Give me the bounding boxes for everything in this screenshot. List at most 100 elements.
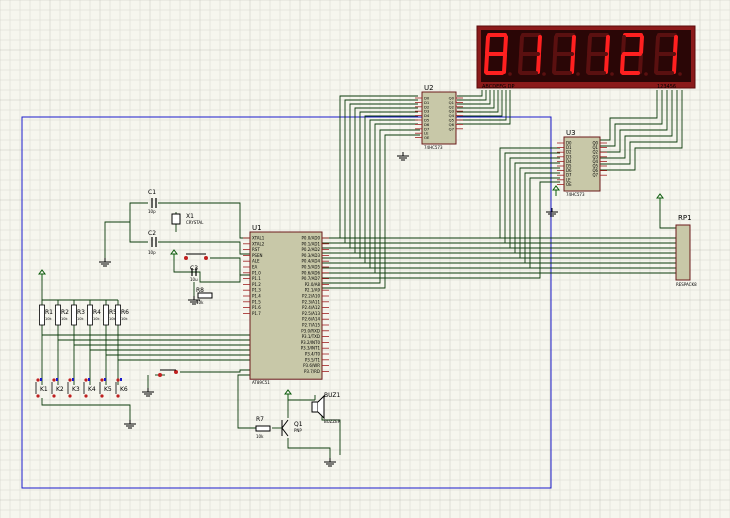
c2-value: 10p [148, 250, 156, 255]
capacitor-c2[interactable]: C2 10p [148, 230, 157, 255]
chip-ref: U2 [424, 84, 434, 92]
pin-label: P1.3 [252, 288, 261, 293]
pin-label: Q5 [592, 164, 598, 169]
resistor-pack-rp1[interactable]: RP1 RESPACK8 [675, 214, 697, 287]
segment-pin-label: ABCDEFG DP [482, 84, 514, 90]
resistor-ref: R2 [61, 309, 69, 316]
buz1-ref: BUZ1 [324, 392, 341, 399]
pin-label: P1.2 [252, 282, 261, 287]
pin-label: P0.3/AD3 [302, 253, 321, 258]
pin-label: Q0 [449, 97, 455, 101]
pin-label: P3.3/INT1 [301, 346, 321, 351]
pin-label: XTAL2 [252, 241, 265, 246]
latch-u3[interactable]: U374HC573D0D1D2D3D4D5D6D7LEOEQ0Q1Q2Q3Q4Q… [557, 129, 607, 197]
pin-label: P1.1 [252, 276, 261, 281]
capacitor-c1[interactable]: C1 10p [148, 189, 157, 214]
key-switch[interactable]: K6 [115, 378, 128, 398]
pin-label: P0.5/AD5 [302, 265, 321, 270]
pin-label: Q2 [592, 150, 598, 155]
pin-label: P3.1/TXD [302, 334, 320, 339]
key-label: K2 [56, 386, 64, 393]
pin-label: P3.4/T0 [305, 352, 321, 357]
c3-ref: C3 [190, 265, 198, 272]
extra-button[interactable] [158, 369, 178, 377]
reset-button[interactable] [184, 253, 208, 260]
seven-segment-display[interactable]: ABCDEFG DP 123456 [476, 25, 696, 90]
q1-value: PNP [294, 428, 302, 433]
pin-label: XTAL1 [252, 236, 265, 241]
capacitor-c3[interactable]: C3 10u [190, 265, 198, 282]
chip-part: 74HC573 [566, 192, 585, 197]
pin-label: D0 [566, 141, 572, 146]
display-digit [552, 33, 580, 76]
display-digit [620, 33, 648, 76]
pin-label: D2 [424, 105, 429, 109]
resistor-ref: R5 [109, 309, 117, 316]
c1-ref: C1 [148, 189, 156, 196]
buzzer-buz1[interactable]: BUZ1 BUZZER [311, 392, 341, 424]
key-switch[interactable]: K4 [83, 378, 96, 398]
pin-label: P0.2/AD2 [302, 247, 321, 252]
pin-label: Q7 [592, 173, 598, 178]
pin-label: Q3 [592, 154, 598, 159]
resistor-r7[interactable]: R7 10k [255, 416, 271, 439]
chip-ref: U3 [566, 129, 576, 137]
transistor-q1[interactable]: Q1 PNP [281, 419, 303, 437]
resistor-ref: R4 [93, 309, 101, 316]
r7-ref: R7 [256, 416, 264, 423]
key-switch[interactable]: K5 [99, 378, 112, 398]
key-label: K3 [72, 386, 80, 393]
pin-label: D3 [424, 110, 430, 114]
pin-label: LE [566, 177, 571, 182]
pin-label: Q6 [449, 123, 455, 127]
pin-label: PSEN [252, 253, 262, 258]
wire-net [41, 90, 683, 458]
c1-value: 10p [148, 209, 156, 214]
resistor-value: 10k [109, 317, 116, 321]
pin-label: D4 [424, 114, 430, 118]
pin-label: D0 [424, 97, 430, 101]
pin-label: P2.7/A15 [302, 323, 320, 328]
resistor-ref: R3 [77, 309, 85, 316]
display-digit [518, 33, 546, 76]
buz1-value: BUZZER [324, 419, 341, 424]
pin-label: P2.4/A12 [302, 305, 320, 310]
pin-label: Q1 [592, 145, 598, 150]
pin-label: Q5 [449, 119, 455, 123]
power-symbols [38, 152, 664, 467]
pin-label: P3.5/T1 [305, 357, 321, 362]
pin-label: ALE [252, 259, 260, 264]
pin-label: D3 [566, 154, 572, 159]
c3-value: 10u [190, 277, 198, 282]
pin-label: P1.0 [252, 270, 261, 275]
microcontroller-u1[interactable]: U1AT89C51XTAL1XTAL2RSTPSENALEEAP1.0P1.1P… [243, 224, 329, 385]
pin-label: D6 [566, 168, 572, 173]
pin-label: RST [252, 247, 260, 252]
pin-label: Q1 [449, 101, 455, 105]
pin-label: P2.5/A13 [302, 311, 320, 316]
resistor-value: 10k [121, 317, 128, 321]
pin-label: P1.5 [252, 299, 261, 304]
pin-label: P1.4 [252, 294, 261, 299]
pin-label: P0.0/AD0 [302, 236, 321, 241]
pin-label: P1.6 [252, 305, 261, 310]
r8-ref: R8 [196, 287, 204, 294]
key-switch[interactable]: K1 [35, 378, 48, 398]
crystal-x1[interactable]: X1 CRYSTAL [171, 213, 204, 225]
resistor-r8[interactable]: R8 10k [196, 287, 213, 305]
key-label: K1 [40, 386, 48, 393]
key-switch[interactable]: K3 [67, 378, 80, 398]
latch-u2[interactable]: U274HC573D0D1D2D3D4D5D6D7LEOEQ0Q1Q2Q3Q4Q… [415, 84, 463, 150]
key-switch[interactable]: K2 [51, 378, 64, 398]
resistor-value: 10k [61, 317, 68, 321]
x1-value: CRYSTAL [186, 220, 204, 225]
pin-label: Q6 [592, 168, 598, 173]
